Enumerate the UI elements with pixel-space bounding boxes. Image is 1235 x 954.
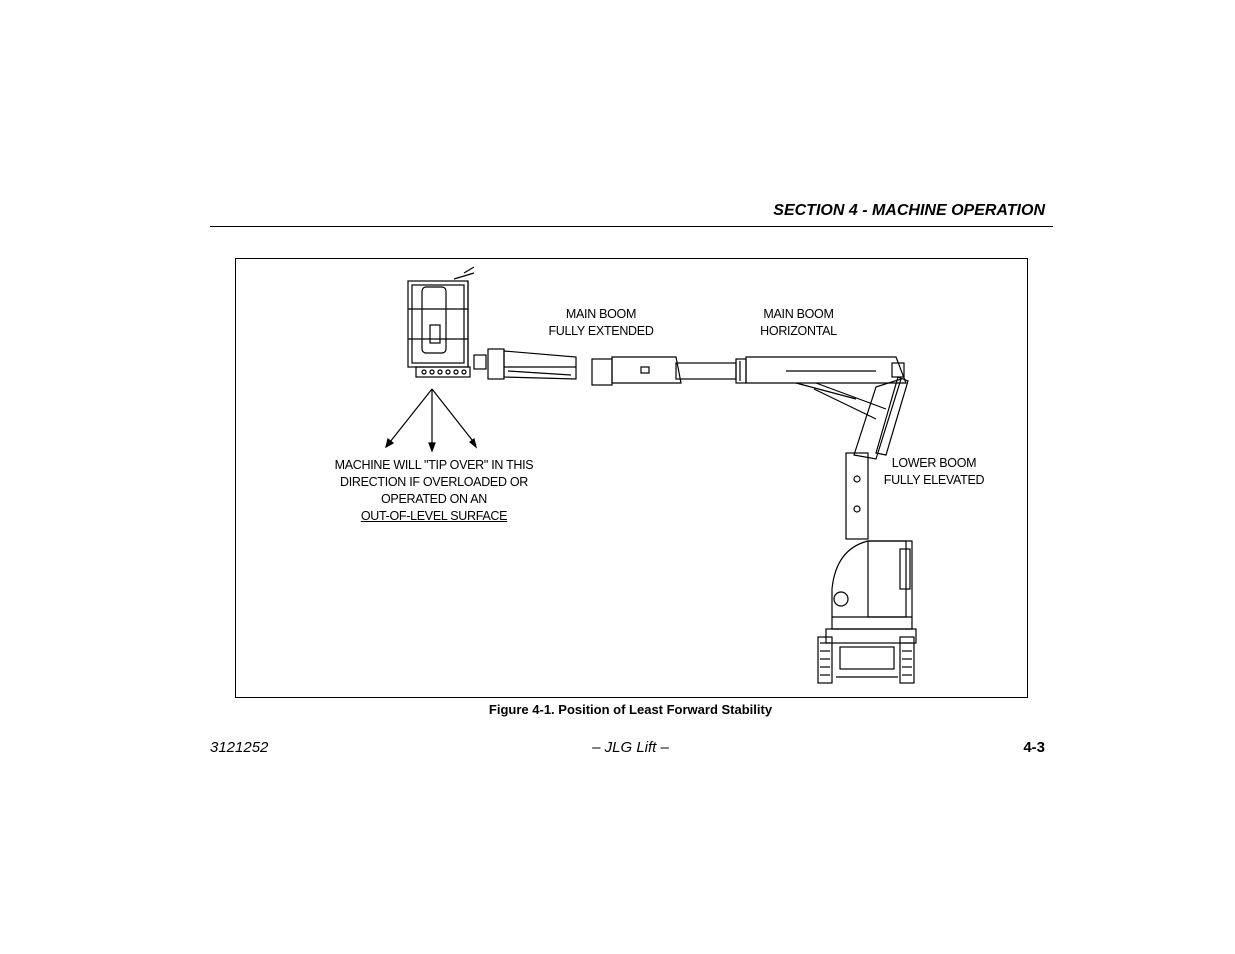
- chassis: [817, 628, 917, 684]
- lower-boom-elevated-label: LOWER BOOM FULLY ELEVATED: [883, 456, 985, 487]
- main-boom: [591, 356, 907, 410]
- platform-bolts: [421, 369, 467, 375]
- document-number: 3121252: [210, 739, 269, 756]
- footer-center-text: – JLG Lift –: [592, 739, 669, 756]
- tip-over-arrows: [385, 388, 478, 453]
- header-rule: [210, 226, 1053, 227]
- lower-boom: [813, 376, 909, 540]
- main-boom-horizontal-label: MAIN BOOM HORIZONTAL: [760, 307, 837, 338]
- turntable: [831, 540, 913, 630]
- jib-assembly: [473, 348, 577, 380]
- main-boom-extended-label: MAIN BOOM FULLY EXTENDED: [548, 307, 654, 338]
- figure-caption: Figure 4-1. Position of Least Forward St…: [488, 702, 773, 717]
- section-title: SECTION 4 - MACHINE OPERATION: [773, 202, 1045, 219]
- page-number: 4-3: [1023, 739, 1045, 756]
- tip-over-warning-label: MACHINE WILL "TIP OVER" IN THIS DIRECTIO…: [334, 458, 534, 523]
- boom-lift-illustration: [385, 266, 917, 684]
- figure-frame: MAIN BOOM FULLY EXTENDED MAIN BOOM HORIZ…: [235, 258, 1028, 698]
- platform-basket: [407, 266, 475, 378]
